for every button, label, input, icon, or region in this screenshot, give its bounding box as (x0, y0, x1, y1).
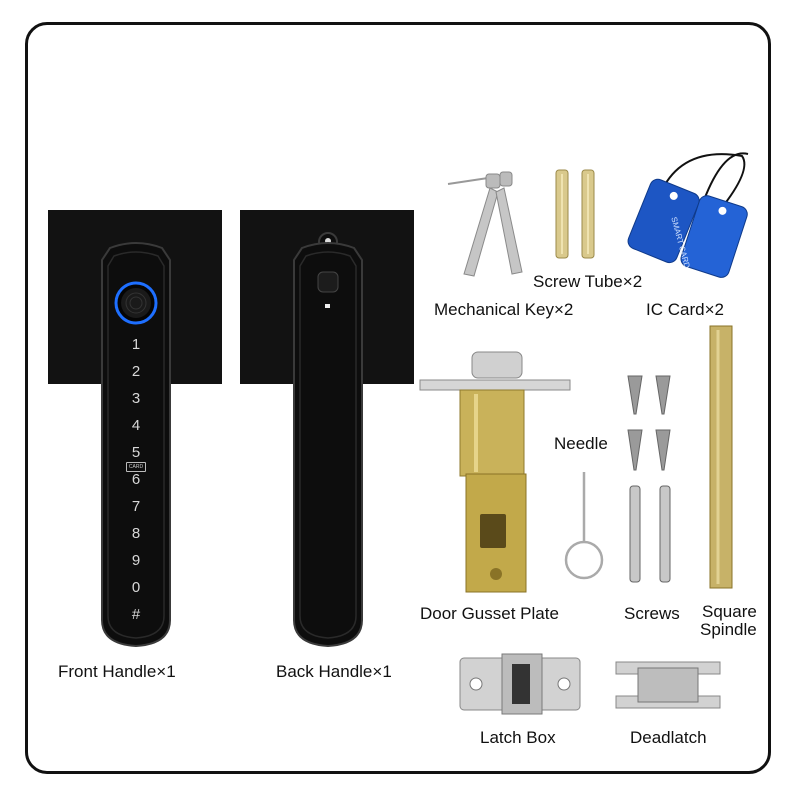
key-1[interactable]: 1 (131, 336, 141, 353)
key-6[interactable]: 6 (131, 471, 141, 488)
door-gusset-plate (419, 351, 571, 593)
ic-card-label: IC Card×2 (646, 300, 724, 319)
deadlatch-icon (615, 661, 721, 709)
needle-label: Needle (554, 434, 608, 453)
back-handle (293, 232, 363, 648)
key-icon (447, 171, 523, 277)
screws-label: Screws (624, 604, 680, 623)
screw-tube-label: Screw Tube×2 (533, 272, 643, 291)
mechanical-key-label: Mechanical Key×2 (434, 300, 574, 319)
square-spindle-label-line2: Spindle (700, 620, 757, 639)
key-0[interactable]: 0 (131, 579, 141, 596)
needle-icon (564, 472, 604, 580)
key-9[interactable]: 9 (131, 552, 141, 569)
front-handle (101, 242, 171, 648)
deadlatch-label: Deadlatch (630, 728, 707, 747)
square-spindle-icon (709, 325, 733, 589)
screw-tube-icon (555, 169, 595, 259)
keypad: 1 2 3 4 5 CARD 6 7 8 9 0 # (120, 336, 152, 626)
screw-icon (627, 375, 671, 583)
front-handle-label: Front Handle×1 (58, 662, 176, 681)
key-7[interactable]: 7 (131, 498, 141, 515)
back-handle-label: Back Handle×1 (276, 662, 392, 681)
square-spindle-label-line1: Square (702, 602, 757, 621)
key-hash[interactable]: # (131, 606, 141, 623)
key-3[interactable]: 3 (131, 390, 141, 407)
key-8[interactable]: 8 (131, 525, 141, 542)
card-icon (627, 152, 749, 278)
latch-box-icon (459, 653, 581, 715)
latch-box-label: Latch Box (480, 728, 556, 747)
key-4[interactable]: 4 (131, 417, 141, 434)
door-gusset-plate-label: Door Gusset Plate (420, 604, 559, 623)
card-tag: CARD (126, 462, 146, 472)
fingerprint-sensor-icon (114, 281, 158, 325)
key-2[interactable]: 2 (131, 363, 141, 380)
key-5[interactable]: 5 (131, 444, 141, 461)
